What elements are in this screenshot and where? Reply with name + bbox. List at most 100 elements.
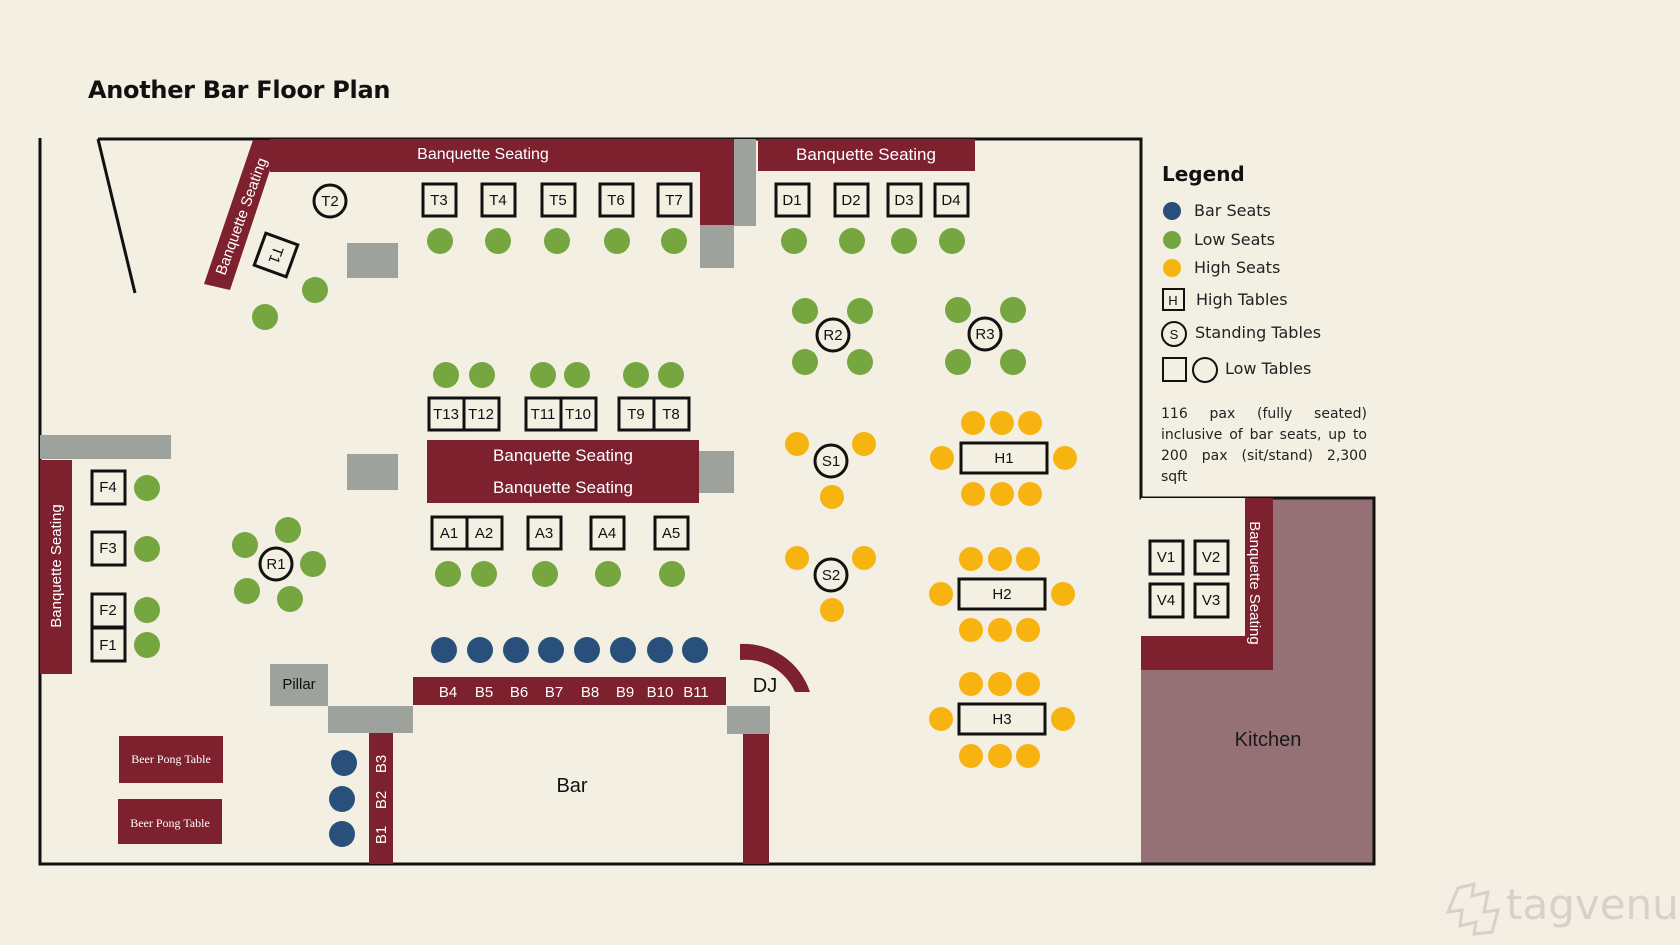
table-label-v4: V4 (1157, 592, 1175, 609)
banquette-left (40, 460, 72, 674)
table-label-t1: T1 (265, 244, 287, 266)
bar-seat-dot-icon (1163, 202, 1181, 220)
table-label-r3: R3 (975, 326, 994, 343)
bar-seat-label-b1: B1 (373, 826, 390, 844)
table-d2 (833, 182, 870, 218)
table-s1 (813, 443, 849, 479)
standing-table-symbol: S (1170, 327, 1179, 342)
banquette-top-right (758, 139, 975, 171)
table-label-f1: F1 (99, 637, 117, 654)
table-label-t9: T9 (627, 406, 645, 423)
table-label-a5: A5 (662, 525, 680, 542)
table-label-h1: H1 (994, 450, 1013, 467)
table-label-d2: D2 (841, 192, 860, 209)
table-a4 (589, 515, 626, 551)
table-v3 (1193, 582, 1230, 619)
table-label-h2: H2 (992, 586, 1011, 603)
table-h3 (957, 702, 1047, 736)
table-t7 (656, 182, 693, 218)
high-seats (785, 411, 1077, 768)
table-label-t2: T2 (321, 193, 339, 210)
legend-bar-seats: Bar Seats (1194, 201, 1271, 220)
table-label-f2: F2 (99, 602, 117, 619)
table-t10 (559, 396, 598, 432)
table-t8 (652, 396, 691, 432)
banquette-left-label: Banquette Seating (48, 504, 65, 627)
table-a5 (653, 515, 690, 551)
low-seats (134, 228, 1026, 658)
page-title: Another Bar Floor Plan (88, 76, 391, 104)
beer-pong-label-1: Beer Pong Table (131, 752, 211, 766)
legend-low-seats: Low Seats (1194, 230, 1276, 249)
banquette-top-jog (700, 139, 734, 225)
high-table-square-icon (1162, 288, 1185, 311)
bar-counter-left (369, 733, 393, 864)
table-r3 (967, 316, 1003, 352)
bar-seat-label-b10: B10 (647, 684, 674, 701)
beer-pong-table-1 (119, 736, 223, 783)
table-label-a2: A2 (475, 525, 493, 542)
table-label-f4: F4 (99, 479, 117, 496)
table-t1 (252, 231, 300, 279)
table-d4 (933, 182, 970, 218)
low-seat-dot-icon (1163, 231, 1181, 249)
table-label-d3: D3 (894, 192, 913, 209)
table-t11 (524, 396, 563, 432)
table-t5 (540, 182, 577, 218)
bar-seat-label-b5: B5 (475, 684, 493, 701)
bar-seat-label-b3: B3 (373, 755, 390, 773)
dj-booth (740, 643, 810, 692)
bar-seat-label-b4: B4 (439, 684, 457, 701)
table-label-t4: T4 (489, 192, 507, 209)
legend-high-tables: High Tables (1196, 290, 1288, 309)
beer-pong-label-2: Beer Pong Table (130, 816, 210, 830)
table-label-v2: V2 (1202, 549, 1220, 566)
table-s2 (813, 557, 849, 593)
table-label-t12: T12 (468, 406, 494, 423)
low-table-square-icon (1162, 357, 1187, 382)
table-label-t7: T7 (665, 192, 683, 209)
bar-label: Bar (556, 775, 587, 797)
low-table-circle-icon (1192, 357, 1218, 383)
table-h2 (957, 577, 1047, 611)
table-label-t8: T8 (662, 406, 680, 423)
bar-seat-label-b9: B9 (616, 684, 634, 701)
legend-low-tables: Low Tables (1225, 359, 1312, 378)
table-label-a4: A4 (598, 525, 616, 542)
legend-standing-tables: Standing Tables (1195, 323, 1322, 342)
banquette-center-label-1: Banquette Seating (493, 446, 633, 465)
table-label-a3: A3 (535, 525, 553, 542)
table-label-v3: V3 (1202, 592, 1220, 609)
banquette-right-label: Banquette Seating (1246, 521, 1263, 644)
table-v1 (1148, 539, 1185, 576)
table-v4 (1148, 582, 1185, 619)
bar-seats (329, 637, 708, 847)
bar-counter-right (743, 733, 769, 864)
banquette-center (427, 440, 699, 503)
table-v2 (1193, 539, 1230, 576)
bar-seat-label-b6: B6 (510, 684, 528, 701)
table-f3 (90, 530, 127, 567)
high-table-symbol: H (1168, 293, 1177, 308)
banquette-diagonal (204, 140, 280, 290)
table-d3 (886, 182, 923, 218)
table-label-t3: T3 (430, 192, 448, 209)
table-label-v1: V1 (1157, 549, 1175, 566)
standing-table-circle-icon (1161, 321, 1187, 347)
bar-counter-front (413, 677, 726, 705)
table-t2 (312, 183, 348, 219)
table-h1 (959, 441, 1049, 475)
table-label-t11: T11 (531, 406, 556, 423)
table-label-d1: D1 (782, 192, 801, 209)
dj-label: DJ (753, 675, 777, 697)
bar-seat-label-b11: B11 (683, 684, 709, 701)
table-label-r2: R2 (823, 327, 842, 344)
table-label-t6: T6 (607, 192, 625, 209)
watermark: tagvenue (1506, 880, 1680, 929)
table-label-t5: T5 (549, 192, 567, 209)
table-r2 (815, 317, 851, 353)
banquette-top-main (270, 139, 734, 172)
pillar-label: Pillar (282, 676, 315, 693)
table-label-a1: A1 (440, 525, 458, 542)
